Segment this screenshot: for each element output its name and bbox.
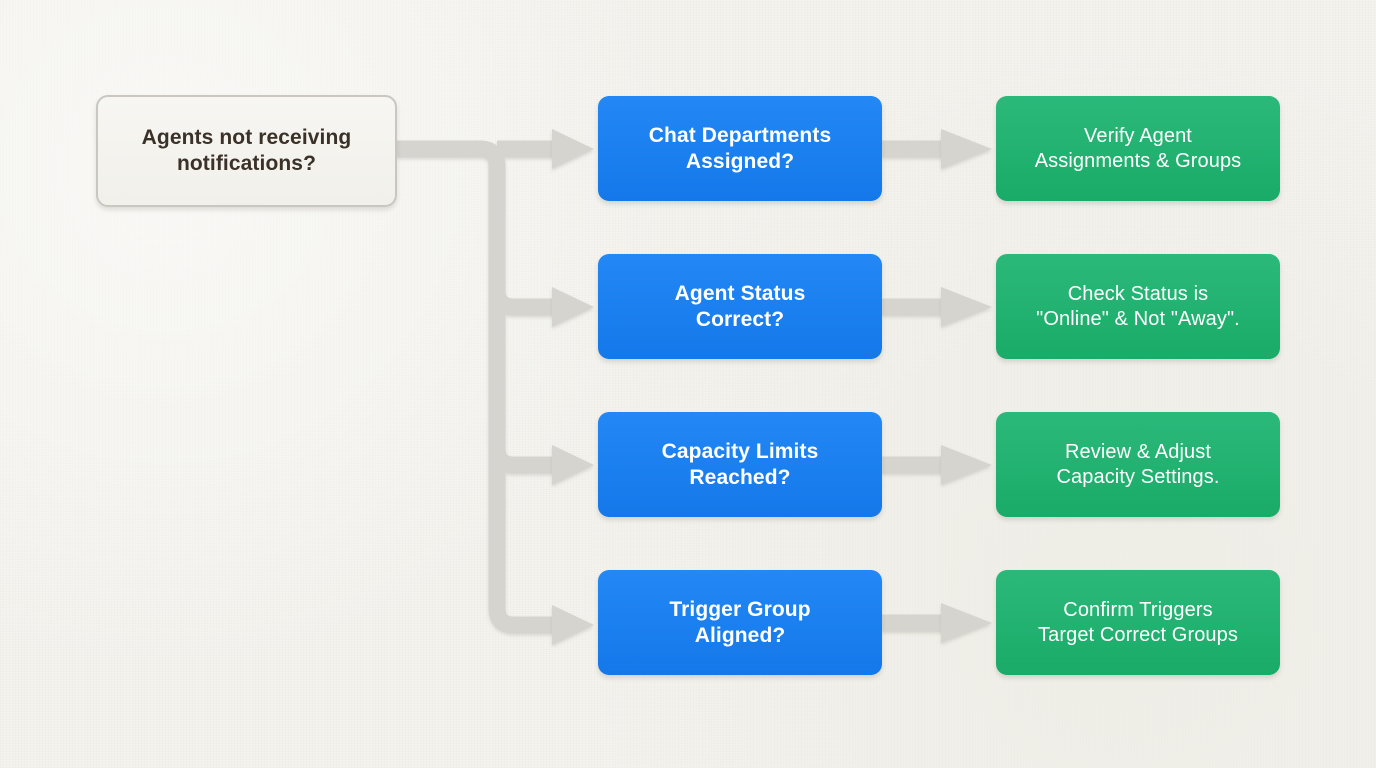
arrowhead-q4-to-a4 (941, 603, 992, 643)
start-node[interactable]: Agents not receiving notifications? (96, 95, 397, 207)
action-node-check-status[interactable]: Check Status is "Online" & Not "Away". (996, 254, 1280, 359)
question-node-trigger-group[interactable]: Trigger Group Aligned? (598, 570, 882, 675)
question-node-capacity-limits[interactable]: Capacity Limits Reached? (598, 412, 882, 517)
connector-trunk (397, 140, 556, 634)
arrowhead-q1-to-a1 (941, 129, 992, 169)
arrowhead-start-to-q3 (552, 445, 594, 485)
connector-branch-2 (488, 289, 556, 316)
connector-branch-3 (488, 447, 556, 474)
action-node-review-capacity-settings[interactable]: Review & Adjust Capacity Settings. (996, 412, 1280, 517)
arrowhead-start-to-q1 (552, 129, 594, 169)
arrowhead-q2-to-a2 (941, 287, 992, 327)
arrowhead-start-to-q4 (552, 605, 594, 645)
question-node-chat-departments[interactable]: Chat Departments Assigned? (598, 96, 882, 201)
question-node-agent-status[interactable]: Agent Status Correct? (598, 254, 882, 359)
arrowhead-q3-to-a3 (941, 445, 992, 485)
action-node-confirm-triggers[interactable]: Confirm Triggers Target Correct Groups (996, 570, 1280, 675)
arrowhead-start-to-q2 (552, 287, 594, 327)
action-node-verify-agent-assignments[interactable]: Verify Agent Assignments & Groups (996, 96, 1280, 201)
